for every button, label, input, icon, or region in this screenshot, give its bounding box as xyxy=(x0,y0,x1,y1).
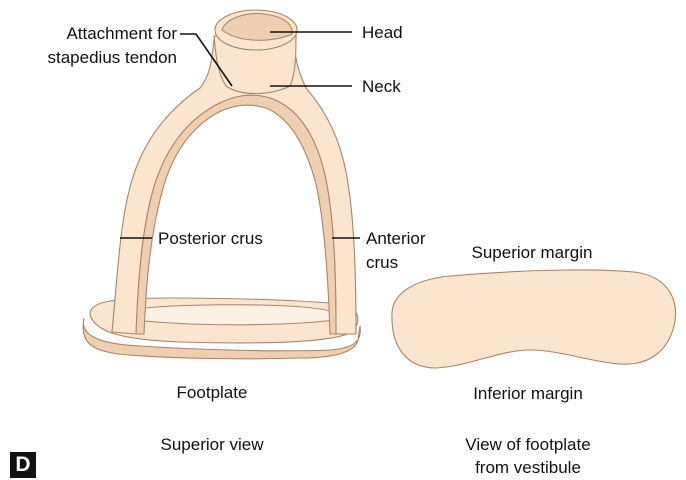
label-inferior-margin: Inferior margin xyxy=(473,384,583,403)
label-anterior-crus-line2: crus xyxy=(366,253,398,272)
panel-letter-badge: D xyxy=(10,452,36,478)
label-posterior-crus: Posterior crus xyxy=(158,229,263,248)
label-attachment-line1: Attachment for xyxy=(66,24,177,43)
label-superior-view: Superior view xyxy=(161,435,265,454)
label-attachment-line2: stapedius tendon xyxy=(48,48,178,67)
label-head: Head xyxy=(362,23,403,42)
footplate-vestibular-view xyxy=(392,270,676,368)
label-vestibule-line2: from vestibule xyxy=(475,458,581,477)
label-anterior-crus-line1: Anterior xyxy=(366,229,426,248)
footplate-rim xyxy=(118,305,344,325)
label-vestibule-line1: View of footplate xyxy=(465,435,590,454)
footplate-oval xyxy=(392,270,676,368)
label-footplate: Footplate xyxy=(177,383,248,402)
label-superior-margin: Superior margin xyxy=(472,243,593,262)
label-neck: Neck xyxy=(362,77,401,96)
